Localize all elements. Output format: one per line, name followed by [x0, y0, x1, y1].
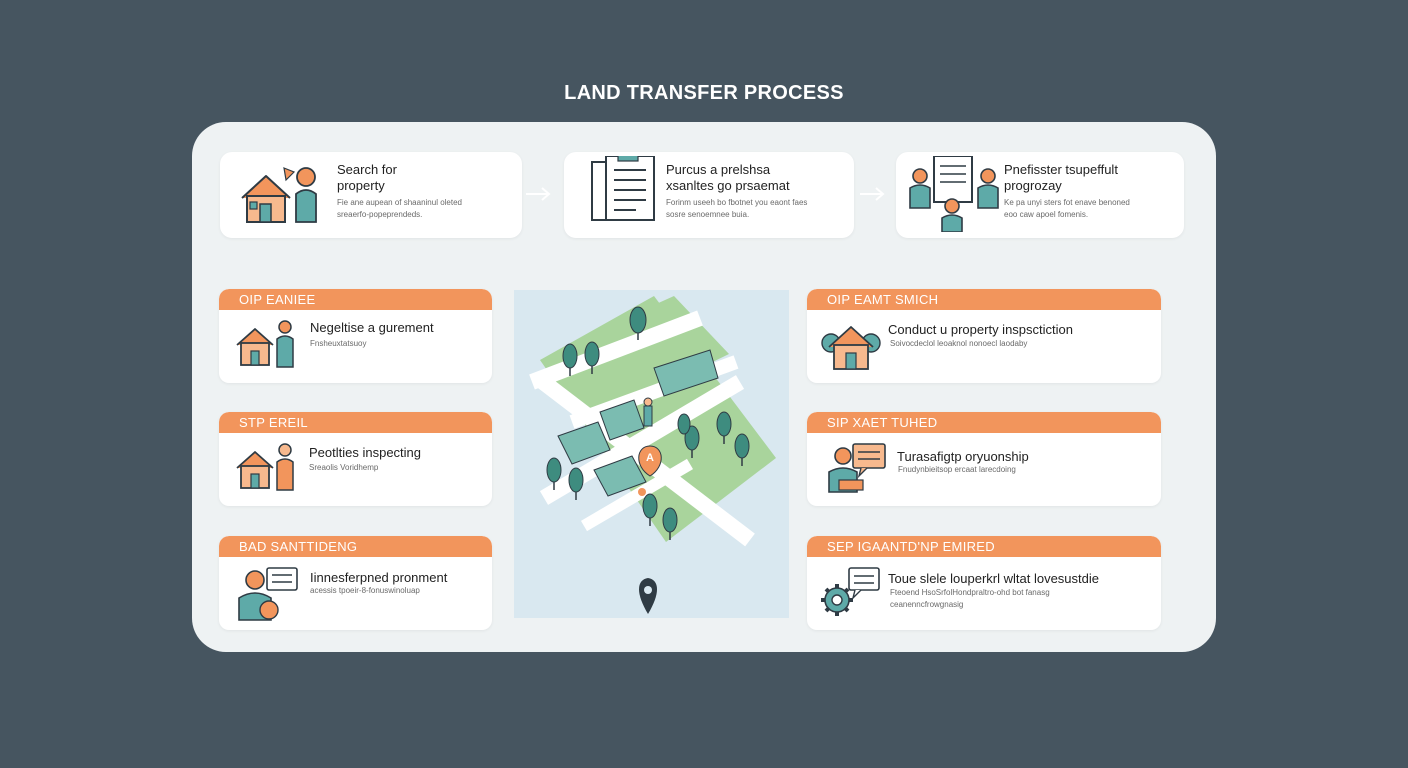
page-title: LAND TRANSFER PROCESS	[564, 82, 844, 104]
house-icon	[821, 326, 881, 370]
step-title: Pnefisster tsupeffult	[1004, 162, 1118, 177]
house-person-icon	[241, 167, 317, 223]
step-desc: sosre senoemnee buia.	[666, 210, 750, 219]
right-step-3: SEP IGAANTD'NP EMIRED Toue slele louperk…	[807, 536, 1161, 630]
house-person-icon	[236, 443, 294, 491]
step-header: OIP EAMT SMICH	[807, 289, 1161, 310]
step-title: Search for	[337, 162, 397, 177]
step-header: OIP EANIEE	[219, 289, 492, 310]
left-step-2: STP EREIL Peotlties inspecting Sreaolis …	[219, 412, 492, 506]
arrow-right-icon	[526, 187, 551, 201]
top-step-1: Search for property Fie ane aupean of sh…	[220, 152, 522, 238]
step-desc: Ke pa unyi sters fot enave benoned	[1004, 198, 1130, 207]
step-desc: Sreaolis Voridhemp	[309, 463, 379, 472]
step-title: Purcus a prelshsa	[666, 162, 771, 177]
map-marker-label: A	[646, 452, 654, 464]
step-desc: Fie ane aupean of shaaninul oleted	[337, 198, 462, 207]
step-desc: Fnsheuxtatsuoy	[310, 339, 367, 348]
step-title: xsanltes go prsaemat	[666, 178, 790, 193]
step-header: SIP XAET TUHED	[807, 412, 1161, 433]
step-title: Peotlties inspecting	[309, 445, 422, 460]
step-desc: ceanenncfrowgnasig	[890, 600, 964, 609]
arrow-right-icon	[860, 187, 885, 201]
house-person-icon	[236, 320, 294, 368]
document-icon	[591, 156, 655, 221]
gear-speech-icon	[821, 567, 880, 616]
step-desc: Fteoend HsoSrfolHondpraltro-ohd bot fana…	[890, 588, 1050, 597]
top-step-2: Purcus a prelshsa xsanltes go prsaemat F…	[564, 152, 854, 238]
top-step-3: Pnefisster tsupeffult progrozay Ke pa un…	[896, 152, 1184, 238]
right-step-1: OIP EAMT SMICH Conduct u property inspsc…	[807, 289, 1161, 383]
map-graphic	[529, 296, 776, 614]
step-title: Toue slele louperkrl wltat lovesustdie	[888, 571, 1099, 586]
map-pin-icon	[639, 578, 657, 614]
people-group-icon	[909, 156, 999, 232]
step-title: progrozay	[1004, 178, 1062, 193]
step-title: Conduct u property inspsctiction	[888, 322, 1073, 337]
step-desc: acessis tpoeir-8-fonuswinoluap	[310, 586, 420, 595]
step-desc: eoo caw apoel fomenis.	[1004, 210, 1089, 219]
step-title: Turasafigtp oryuonship	[897, 449, 1029, 464]
person-speech-icon	[828, 443, 886, 493]
left-step-1: OIP EANIEE Negeltise a gurement Fnsheuxt…	[219, 289, 492, 383]
step-title: Iinnesferpned pronment	[310, 570, 448, 585]
step-header: SEP IGAANTD'NP EMIRED	[807, 536, 1161, 557]
step-desc: sreaerfo-popeprendeds.	[337, 210, 423, 219]
step-header: STP EREIL	[219, 412, 492, 433]
step-desc: Soivocdeclol leoaknol nonoecl laodaby	[890, 339, 1028, 348]
step-title: property	[337, 178, 385, 193]
map-illustration: A	[514, 290, 789, 618]
person-speech-icon	[238, 567, 298, 621]
step-header: BAD SANTTIDENG	[219, 536, 492, 557]
step-desc: Forinm useeh bo fbotnet you eaont faes	[666, 198, 808, 207]
step-desc: Fnudynbieitsop ercaat larecdoing	[898, 465, 1016, 474]
right-step-2: SIP XAET TUHED Turasafigtp oryuonship Fn…	[807, 412, 1161, 506]
step-title: Negeltise a gurement	[310, 320, 434, 335]
left-step-3: BAD SANTTIDENG Iinnesferpned pronment ac…	[219, 536, 492, 630]
